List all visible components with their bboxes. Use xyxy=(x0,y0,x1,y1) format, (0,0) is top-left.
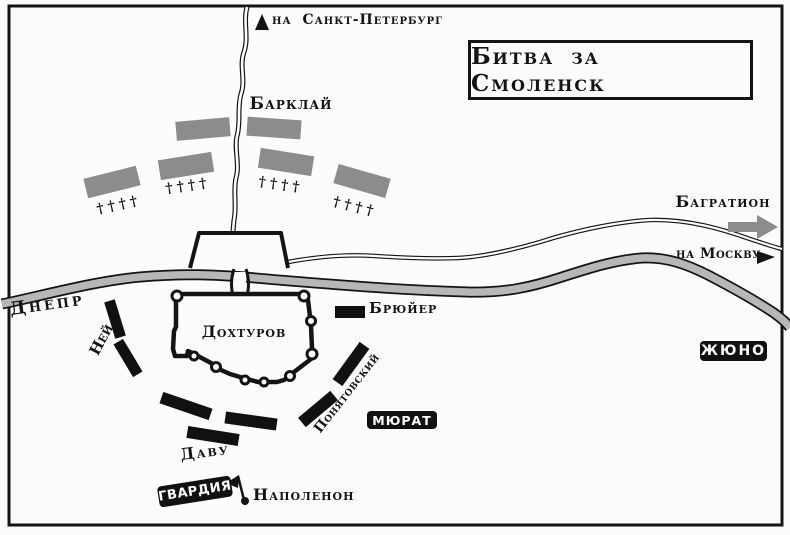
french-unit-bar-davout xyxy=(224,411,278,431)
french-unit-bar-poniatowski xyxy=(298,390,338,428)
bagration-arrow-icon xyxy=(728,215,778,239)
map-border xyxy=(7,4,784,527)
commander-label-barclay: Барклай xyxy=(249,94,333,114)
commander-label-junot: ЖЮНО xyxy=(700,341,767,361)
russian-unit-block xyxy=(157,151,215,181)
fortress-smolensk xyxy=(170,289,319,388)
suburb-outline xyxy=(188,231,290,269)
road-to-petersburg xyxy=(230,6,250,232)
road-label-petersburg: на Санкт-Петербург xyxy=(272,12,444,28)
map-title: Битва за Смоленск xyxy=(468,40,753,100)
river-dnieper xyxy=(0,252,790,332)
french-unit-bars xyxy=(104,299,370,446)
commander-label-bruyere: Брюйер xyxy=(369,299,438,317)
north-triangle-icon xyxy=(255,14,269,30)
french-unit-bar-ney xyxy=(113,338,143,378)
french-unit-bar-davout xyxy=(186,426,240,446)
russian-unit-block xyxy=(83,165,141,199)
commander-label-napoleon: Наполенон xyxy=(253,485,355,504)
french-unit-bar-poniatowski xyxy=(332,341,370,387)
road-to-moscow xyxy=(287,217,783,265)
napoleon-flag-icon xyxy=(226,475,249,505)
french-unit-bar-davout xyxy=(159,391,213,421)
fortress-towers xyxy=(170,289,319,388)
russian-unit-block xyxy=(257,147,315,177)
road-label-moscow: на Москву xyxy=(676,246,761,262)
russian-unit-blocks xyxy=(83,116,391,199)
commander-label-bagration: Багратион xyxy=(675,192,771,211)
french-unit-bar-bruyere xyxy=(335,306,365,318)
french-unit-bar-ney xyxy=(104,299,126,339)
commander-label-dokhturov: Дохтуров xyxy=(201,322,287,341)
commander-label-murat: МЮРАТ xyxy=(367,411,437,429)
russian-unit-block xyxy=(175,117,231,141)
moscow-triangle-icon xyxy=(757,251,775,264)
russian-unit-block xyxy=(246,116,302,140)
russian-unit-block xyxy=(333,163,391,199)
